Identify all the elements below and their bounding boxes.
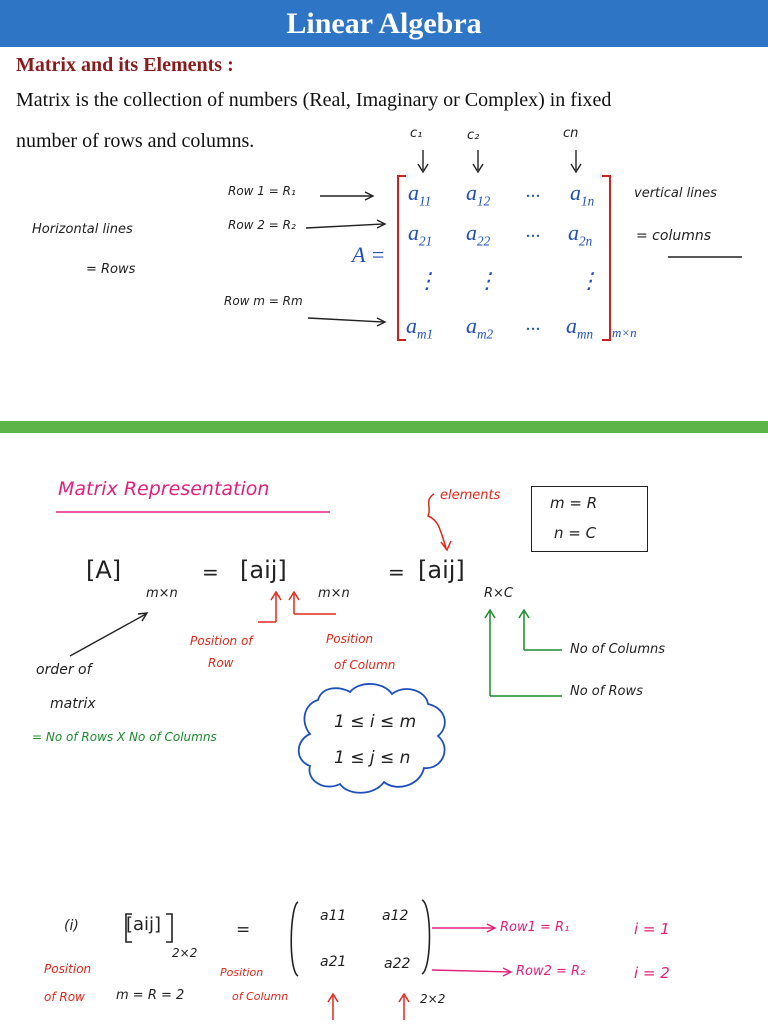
position-of-column-2: of Column (334, 658, 396, 672)
example-position-of-column-1: Position (220, 966, 264, 979)
example-row-arrows (431, 923, 513, 977)
range-cloud (297, 683, 446, 794)
example-a21: a21 (320, 954, 347, 970)
example-row1-note: Row1 = R₁ (500, 920, 570, 935)
rows-note: = Rows (86, 262, 136, 277)
example-aij: [aij] (126, 914, 162, 935)
elements-note: elements (440, 488, 501, 503)
columns-note: = columns (636, 228, 712, 244)
position-of-column-1: Position (326, 632, 374, 646)
eq-equal-2: = (388, 560, 405, 584)
example-position-of-row-2: of Row (44, 990, 85, 1004)
example-brackets (125, 899, 431, 977)
example-up-arrows (327, 992, 410, 1020)
cell-a1n: a1n (570, 180, 595, 209)
eq-aij-order: m×n (318, 586, 350, 601)
box-n-equals-c: n = C (554, 524, 597, 542)
representation-heading: Matrix Representation (58, 478, 270, 500)
col-label-1: c₁ (410, 126, 423, 141)
position-arrows (258, 590, 336, 623)
cell-a12: a12 (466, 180, 491, 209)
box-m-equals-r: m = R (550, 494, 598, 512)
example-position-of-row-1: Position (44, 962, 92, 976)
cell-a21: a21 (408, 220, 433, 249)
intro-line-2: number of rows and columns. (16, 130, 255, 152)
cell-am1: am1 (406, 313, 434, 342)
cell-dots-1: ... (526, 180, 541, 202)
example-a12: a12 (382, 908, 409, 924)
row-label-2: Row 2 = R₂ (228, 218, 296, 232)
cell-am2: am2 (466, 313, 494, 342)
matrix-name: A = (352, 242, 386, 267)
order-arrow (69, 612, 149, 657)
position-of-row-1: Position of (190, 634, 253, 648)
example-position-of-column-2: of Column (232, 990, 289, 1003)
vdots-2: ⋮ (476, 268, 498, 293)
no-of-rows: No of Rows (570, 684, 643, 699)
cell-a22: a22 (466, 220, 491, 249)
page-title: Linear Algebra (0, 0, 768, 47)
example-row2-note: Row2 = R₂ (516, 964, 586, 979)
matrix-brackets (397, 175, 611, 341)
matrix-order: m×n (612, 325, 637, 340)
column-arrows (417, 150, 582, 174)
example-m-r: m = R = 2 (116, 988, 185, 1003)
example-i-1: i = 1 (634, 920, 670, 938)
example-lhs-order: 2×2 (172, 946, 198, 960)
cell-amn: amn (566, 313, 594, 342)
eq-aij: [aij] (240, 556, 287, 584)
eq-equal-1: = (202, 560, 219, 584)
position-of-row-2: Row (208, 656, 234, 670)
elements-arrow (426, 493, 447, 549)
order-of-label: order of (36, 662, 92, 678)
example-i-2: i = 2 (634, 964, 670, 982)
cell-dots-m: ... (526, 313, 541, 335)
example-equal: = (236, 920, 251, 940)
cell-a2n: a2n (568, 220, 593, 249)
horizontal-lines-note: Horizontal lines (32, 222, 133, 237)
no-of-columns: No of Columns (570, 642, 666, 657)
vertical-lines-note: vertical lines (634, 186, 717, 201)
row-label-m: Row m = Rm (224, 294, 303, 308)
cell-a11: a11 (408, 180, 432, 209)
vdots-n: ⋮ (578, 268, 600, 293)
section-divider (0, 421, 768, 433)
eq-a-order: m×n (146, 586, 178, 601)
example-a22: a22 (384, 956, 411, 972)
example-a11: a11 (320, 908, 347, 924)
row-label-1: Row 1 = R₁ (228, 184, 296, 198)
vdots-1: ⋮ (416, 268, 438, 293)
range-i: 1 ≤ i ≤ m (334, 712, 417, 732)
col-label-2: c₂ (467, 128, 480, 143)
eq-matrix-a: [A] (86, 556, 122, 584)
matrix-label: matrix (50, 696, 96, 712)
definition-box (531, 486, 648, 552)
eq-aij-rc: [aij] (418, 556, 465, 584)
range-j: 1 ≤ j ≤ n (334, 748, 411, 768)
intro-line-1: Matrix is the collection of numbers (Rea… (16, 89, 612, 111)
example-label: (i) (64, 918, 79, 934)
row-arrows (305, 191, 387, 327)
cell-dots-2: ... (526, 220, 541, 242)
rc-arrows (484, 608, 562, 697)
order-definition: = No of Rows X No of Columns (32, 730, 217, 744)
col-label-n: cn (563, 126, 579, 141)
example-order: 2×2 (420, 992, 446, 1006)
eq-rc-order: R×C (484, 586, 514, 601)
section-heading: Matrix and its Elements : (16, 54, 234, 76)
